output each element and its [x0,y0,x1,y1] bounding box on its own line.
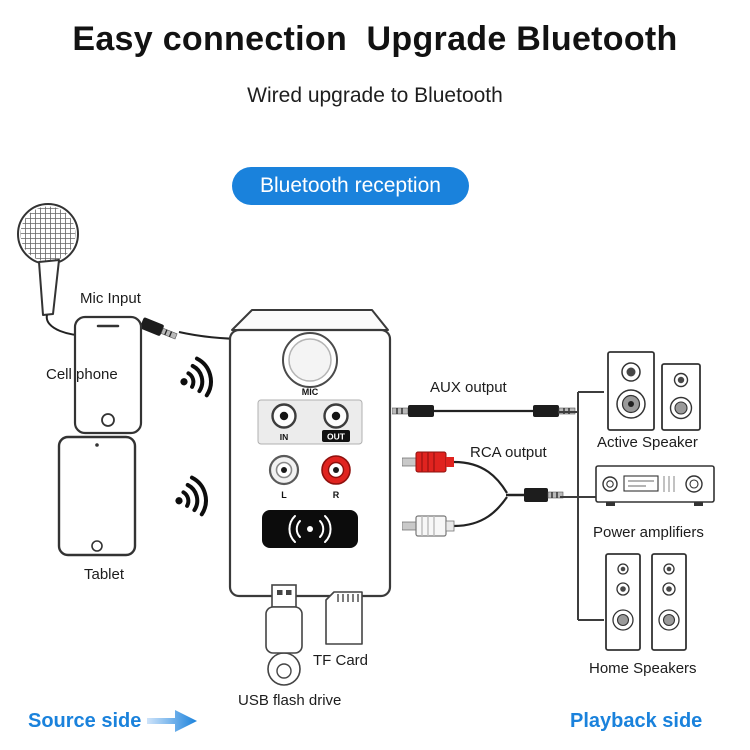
nfc-icon [288,515,332,543]
mic-port-label: MIC [302,387,319,397]
mic-plug-icon [140,317,178,340]
signal-waves-icon [175,475,208,517]
cell-phone-label: Cell phone [46,366,118,383]
connection-bracket [558,391,604,621]
bluetooth-reception-badge: Bluetooth reception [232,167,469,205]
source-arrow-icon [147,710,197,732]
aux-cable-icon [392,405,576,417]
home-speakers-label: Home Speakers [589,660,697,677]
tablet-icon [57,435,137,557]
usb-flash-drive-label: USB flash drive [238,692,342,709]
page-title: Easy connection Upgrade Bluetooth [72,20,678,58]
source-side-label: Source side [28,710,142,732]
receiver-device-icon: MIC IN OUT L R [228,309,392,598]
mic-input-label: Mic Input [80,290,141,307]
active-speaker-label: Active Speaker [597,434,698,451]
usb-drive-icon [265,584,303,686]
left-channel-label: L [281,490,287,500]
rca-output-label: RCA output [470,444,547,461]
tablet-label: Tablet [84,566,125,583]
signal-waves-icon [180,356,213,398]
amplifier-icon [595,465,715,506]
tf-card-label: TF Card [313,652,369,669]
out-port-label: OUT [327,432,346,442]
playback-side-label: Playback side [570,710,703,732]
active-speaker-icon [607,351,701,431]
home-speakers-icon [605,553,687,651]
right-channel-label: R [333,490,340,500]
tf-card-icon [325,591,363,645]
in-port-label: IN [280,432,289,442]
cell-phone-icon [73,315,143,435]
page-subtitle: Wired upgrade to Bluetooth [247,84,503,107]
power-amplifiers-label: Power amplifiers [593,524,704,541]
aux-output-label: AUX output [430,379,507,396]
rca-cable-icon [402,451,564,537]
